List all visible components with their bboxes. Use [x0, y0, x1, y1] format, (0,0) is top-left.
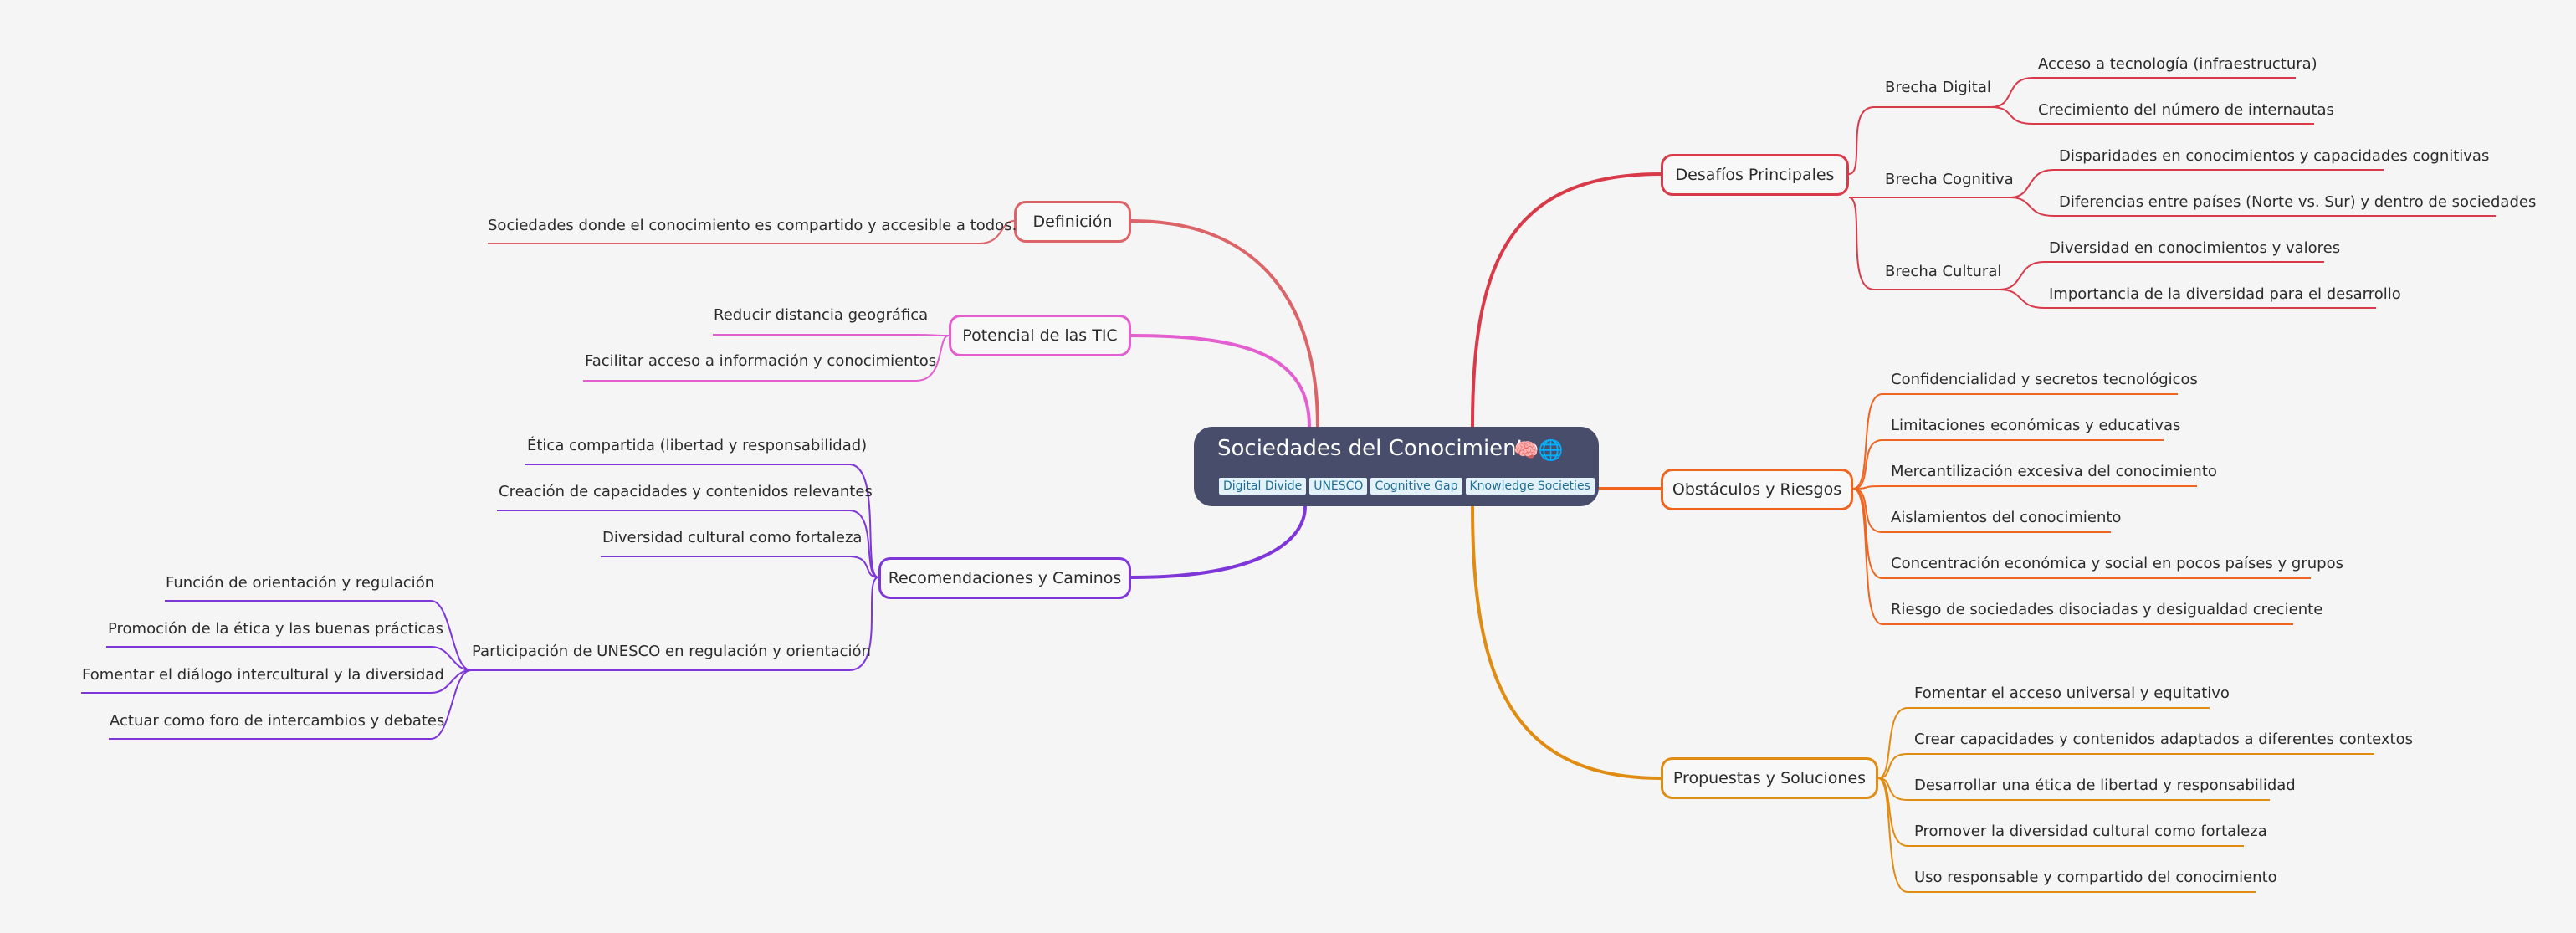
node-obstaculos-riesgos[interactable]: Obstáculos y Riesgos [1661, 469, 1853, 510]
leaf-item[interactable]: Aislamientos del conocimiento [1891, 509, 2122, 526]
leaf-item[interactable]: Acceso a tecnología (infraestructura) [2038, 55, 2317, 73]
node-definicion[interactable]: Definición [1014, 201, 1131, 243]
leaf-item[interactable]: Crecimiento del número de internautas [2038, 101, 2334, 119]
leaf-item[interactable]: Facilitar acceso a información y conocim… [585, 352, 937, 370]
node-recomendaciones-caminos[interactable]: Recomendaciones y Caminos [878, 557, 1131, 599]
leaf-item[interactable]: Diversidad en conocimientos y valores [2049, 239, 2341, 257]
node-potencial-tic[interactable]: Potencial de las TIC [949, 315, 1131, 356]
leaf-item[interactable]: Sociedades donde el conocimiento es comp… [488, 217, 1017, 234]
leaf-item[interactable]: Confidencialidad y secretos tecnológicos [1891, 371, 2198, 388]
tag-unesco[interactable]: UNESCO [1309, 478, 1368, 495]
tag-digital-divide[interactable]: Digital Divide [1219, 478, 1307, 495]
leaf-item[interactable]: Función de orientación y regulación [166, 574, 435, 592]
group-participacion-unesco[interactable]: Participación de UNESCO en regulación y … [472, 643, 871, 660]
leaf-item[interactable]: Creación de capacidades y contenidos rel… [499, 483, 873, 500]
leaf-item[interactable]: Actuar como foro de intercambios y debat… [110, 712, 445, 730]
leaf-item[interactable]: Crear capacidades y contenidos adaptados… [1914, 731, 2413, 748]
leaf-item[interactable]: Desarrollar una ética de libertad y resp… [1914, 777, 2296, 794]
leaf-item[interactable]: Ética compartida (libertad y responsabil… [527, 437, 868, 454]
leaf-item[interactable]: Fomentar el acceso universal y equitativ… [1914, 684, 2230, 702]
leaf-item[interactable]: Diversidad cultural como fortaleza [602, 529, 863, 546]
leaf-item[interactable]: Disparidades en conocimientos y capacida… [2059, 147, 2490, 165]
group-brecha-cultural[interactable]: Brecha Cultural [1885, 263, 2002, 280]
root-node[interactable]: Sociedades del Conocimiento 🧠🌐 Digital D… [1194, 427, 1599, 506]
root-title: Sociedades del Conocimiento [1217, 436, 1539, 461]
tag-cognitive-gap[interactable]: Cognitive Gap [1370, 478, 1462, 495]
leaf-item[interactable]: Promoción de la ética y las buenas práct… [108, 620, 443, 638]
leaf-item[interactable]: Importancia de la diversidad para el des… [2049, 285, 2401, 303]
leaf-item[interactable]: Concentración económica y social en poco… [1891, 555, 2343, 572]
leaf-item[interactable]: Limitaciones económicas y educativas [1891, 417, 2181, 434]
leaf-item[interactable]: Promover la diversidad cultural como for… [1914, 823, 2267, 840]
leaf-item[interactable]: Uso responsable y compartido del conocim… [1914, 869, 2277, 886]
group-brecha-cognitiva[interactable]: Brecha Cognitiva [1885, 171, 2014, 188]
leaf-item[interactable]: Fomentar el diálogo intercultural y la d… [82, 666, 444, 684]
node-desafios-principales[interactable]: Desafíos Principales [1661, 154, 1849, 196]
leaf-item[interactable]: Reducir distancia geográfica [714, 306, 929, 324]
leaf-item[interactable]: Mercantilización excesiva del conocimien… [1891, 463, 2217, 480]
brain-globe-icon: 🧠🌐 [1513, 438, 1564, 462]
tag-knowledge-societies[interactable]: Knowledge Societies [1465, 478, 1595, 495]
leaf-item[interactable]: Diferencias entre países (Norte vs. Sur)… [2059, 193, 2537, 211]
group-brecha-digital[interactable]: Brecha Digital [1885, 79, 1991, 96]
node-propuestas-soluciones[interactable]: Propuestas y Soluciones [1661, 757, 1878, 799]
leaf-item[interactable]: Riesgo de sociedades disociadas y desigu… [1891, 601, 2323, 618]
